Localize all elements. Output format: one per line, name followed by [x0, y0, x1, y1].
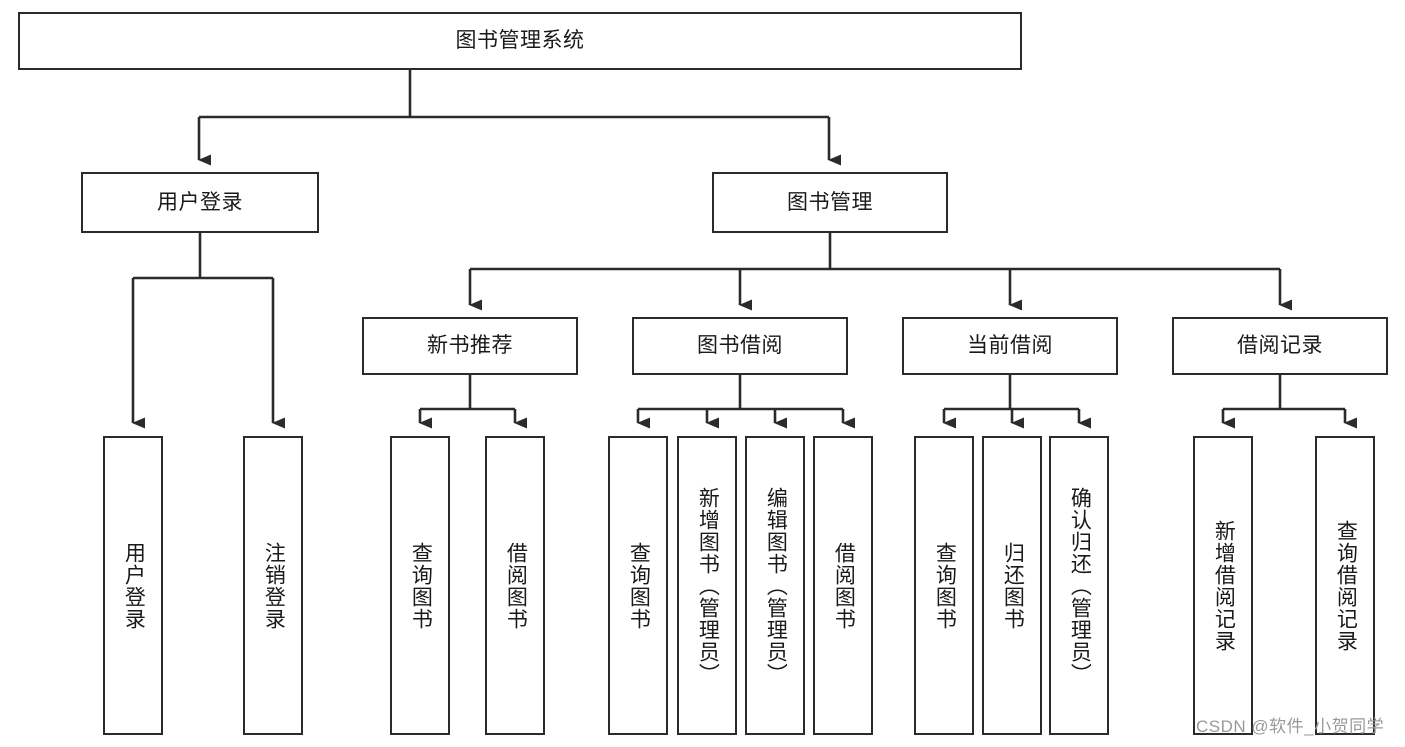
- node-new-book-recommend[interactable]: 新书推荐: [362, 317, 578, 375]
- node-leaf-return-book[interactable]: 归还图书: [982, 436, 1042, 735]
- node-leaf-edit-book-label: 编辑图书（管理员）: [764, 486, 788, 685]
- node-leaf-query-book-1-label: 查询图书: [409, 541, 433, 630]
- node-leaf-query-book-3[interactable]: 查询图书: [914, 436, 974, 735]
- node-leaf-confirm-return-label: 确认归还（管理员）: [1068, 486, 1092, 685]
- node-leaf-confirm-return[interactable]: 确认归还（管理员）: [1049, 436, 1109, 735]
- node-leaf-query-book-2-label: 查询图书: [627, 541, 651, 630]
- node-leaf-logout-label: 注销登录: [262, 541, 286, 630]
- node-leaf-query-record[interactable]: 查询借阅记录: [1315, 436, 1375, 735]
- node-leaf-add-book-label: 新增图书（管理员）: [696, 486, 720, 685]
- node-leaf-add-book[interactable]: 新增图书（管理员）: [677, 436, 737, 735]
- node-borrow-record-label: 借阅记录: [1237, 334, 1323, 358]
- node-leaf-query-book-1[interactable]: 查询图书: [390, 436, 450, 735]
- node-leaf-add-record-label: 新增借阅记录: [1212, 519, 1236, 652]
- node-book-borrow-label: 图书借阅: [697, 334, 783, 358]
- node-leaf-borrow-book-1[interactable]: 借阅图书: [485, 436, 545, 735]
- node-leaf-borrow-book-2-label: 借阅图书: [832, 541, 856, 630]
- node-new-book-recommend-label: 新书推荐: [427, 334, 513, 358]
- node-user-login[interactable]: 用户登录: [81, 172, 319, 233]
- node-book-borrow[interactable]: 图书借阅: [632, 317, 848, 375]
- node-book-management[interactable]: 图书管理: [712, 172, 948, 233]
- node-leaf-edit-book[interactable]: 编辑图书（管理员）: [745, 436, 805, 735]
- node-book-management-label: 图书管理: [787, 190, 873, 214]
- node-leaf-query-book-3-label: 查询图书: [933, 541, 957, 630]
- node-leaf-user-login[interactable]: 用户登录: [103, 436, 163, 735]
- node-current-borrow[interactable]: 当前借阅: [902, 317, 1118, 375]
- node-leaf-query-book-2[interactable]: 查询图书: [608, 436, 668, 735]
- node-root[interactable]: 图书管理系统: [18, 12, 1022, 70]
- node-leaf-query-record-label: 查询借阅记录: [1334, 519, 1358, 652]
- node-leaf-logout[interactable]: 注销登录: [243, 436, 303, 735]
- node-leaf-add-record[interactable]: 新增借阅记录: [1193, 436, 1253, 735]
- node-leaf-user-login-label: 用户登录: [122, 541, 146, 630]
- node-borrow-record[interactable]: 借阅记录: [1172, 317, 1388, 375]
- node-leaf-borrow-book-2[interactable]: 借阅图书: [813, 436, 873, 735]
- node-current-borrow-label: 当前借阅: [967, 334, 1053, 358]
- node-user-login-label: 用户登录: [157, 190, 243, 214]
- node-leaf-return-book-label: 归还图书: [1001, 541, 1025, 630]
- node-leaf-borrow-book-1-label: 借阅图书: [504, 541, 528, 630]
- node-root-label: 图书管理系统: [455, 29, 585, 53]
